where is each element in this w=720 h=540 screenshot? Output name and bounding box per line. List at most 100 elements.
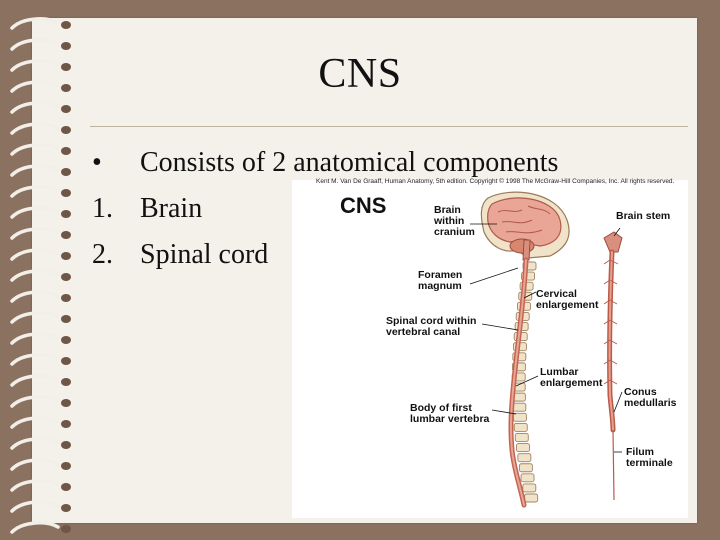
binding-hole	[61, 336, 71, 344]
vertebra	[514, 433, 529, 442]
binding-hole	[61, 315, 71, 323]
slide-title: CNS	[318, 51, 402, 97]
label-line: magnum	[418, 280, 462, 292]
vertebra	[512, 412, 527, 422]
binding-ring	[10, 122, 60, 135]
label-line: Brain	[434, 204, 461, 216]
binding-hole	[61, 441, 71, 449]
vertebra	[522, 483, 537, 493]
binding-ring	[10, 353, 60, 366]
vertebra	[524, 493, 539, 503]
binding-ring	[10, 479, 60, 492]
binding-hole	[61, 294, 71, 302]
leader-lines	[469, 223, 623, 453]
binding-ring	[10, 500, 60, 513]
bullet-text: Spinal cord	[140, 239, 269, 270]
binding-ring	[10, 416, 60, 429]
binding-hole	[61, 105, 71, 113]
figure-credit: Kent M. Van De Graaff, Human Anatomy, 5t…	[316, 178, 675, 185]
bullet-text: Brain	[140, 193, 203, 224]
binding-ring	[10, 227, 60, 240]
binding-hole	[61, 462, 71, 470]
binding-ring	[10, 59, 60, 72]
binding-hole	[61, 168, 71, 176]
binding-hole	[61, 420, 71, 428]
bullet-item-spinal-cord: 2. Spinal cord	[92, 239, 268, 271]
isolated-brain-stem	[603, 231, 623, 253]
label-line: Foramen	[418, 269, 463, 281]
binding-hole	[61, 378, 71, 386]
vertebra	[520, 473, 535, 483]
label-body-first-lumbar: Body of first lumbar vertebra	[410, 403, 489, 425]
binding-ring	[10, 269, 60, 282]
label-line: Filum	[626, 446, 654, 458]
binding-ring	[10, 143, 60, 156]
label-line: Spinal cord within	[386, 315, 477, 327]
binding-ring	[10, 521, 60, 534]
binding-ring	[10, 248, 60, 261]
label-line: Cervical	[536, 288, 577, 300]
title-divider	[90, 126, 688, 127]
label-line: enlargement	[540, 377, 603, 389]
vertebra	[516, 443, 530, 453]
label-line: within	[434, 215, 465, 227]
bullet-marker: 2.	[92, 239, 113, 270]
label-line: Conus	[624, 386, 657, 398]
binding-hole	[61, 252, 71, 260]
cns-illustration	[469, 191, 623, 508]
vertebra	[518, 463, 533, 473]
binding-hole	[61, 504, 71, 512]
label-line: lumbar vertebra	[410, 413, 490, 425]
label-line: cranium	[434, 226, 475, 238]
label-brain-stem: Brain stem	[616, 210, 671, 222]
binding-ring	[10, 17, 60, 30]
spiral-binding	[10, 17, 71, 534]
binding-ring	[10, 395, 60, 408]
binding-ring	[10, 458, 60, 471]
binding-ring	[10, 290, 60, 303]
binding-ring	[10, 101, 60, 114]
binding-hole	[61, 63, 71, 71]
binding-hole	[61, 42, 71, 50]
bullet-text: Consists of 2 anatomical components	[140, 147, 559, 178]
label-line: enlargement	[536, 299, 599, 311]
binding-hole	[61, 84, 71, 92]
vertebra	[513, 422, 528, 432]
binding-ring	[10, 374, 60, 387]
binding-ring	[10, 311, 60, 324]
binding-hole	[61, 525, 71, 533]
label-line: Body of first	[410, 402, 472, 414]
binding-hole	[61, 357, 71, 365]
binding-ring	[10, 164, 60, 177]
binding-hole	[61, 189, 71, 197]
binding-hole	[61, 483, 71, 491]
vertebra	[512, 402, 527, 412]
label-line: Lumbar	[540, 366, 579, 378]
binding-hole	[61, 210, 71, 218]
bullet-marker: 1.	[92, 193, 113, 224]
binding-hole	[61, 21, 71, 29]
label-conus-medullaris: Conus medullaris	[624, 387, 677, 409]
binding-hole	[61, 231, 71, 239]
binding-ring	[10, 80, 60, 93]
label-lumbar-enlargement: Lumbar enlargement	[540, 367, 602, 389]
binding-ring	[10, 185, 60, 198]
vertebra	[517, 453, 532, 463]
filum-terminale-line	[612, 429, 615, 501]
binding-ring	[10, 332, 60, 345]
bullet-item-brain: 1. Brain	[92, 193, 202, 225]
brainstem	[522, 239, 531, 261]
label-line: terminale	[626, 457, 673, 469]
label-foramen-magnum: Foramen magnum	[418, 270, 462, 292]
binding-ring	[10, 206, 60, 219]
binding-hole	[61, 147, 71, 155]
binding-hole	[61, 126, 71, 134]
label-filum-terminale: Filum terminale	[626, 447, 673, 469]
binding-hole	[61, 399, 71, 407]
bullet-item-components: •Consists of 2 anatomical components	[92, 147, 558, 179]
binding-ring	[10, 38, 60, 51]
label-spinal-cord-canal: Spinal cord within vertebral canal	[386, 316, 476, 338]
binding-hole	[61, 273, 71, 281]
figure-heading: CNS	[340, 193, 387, 218]
